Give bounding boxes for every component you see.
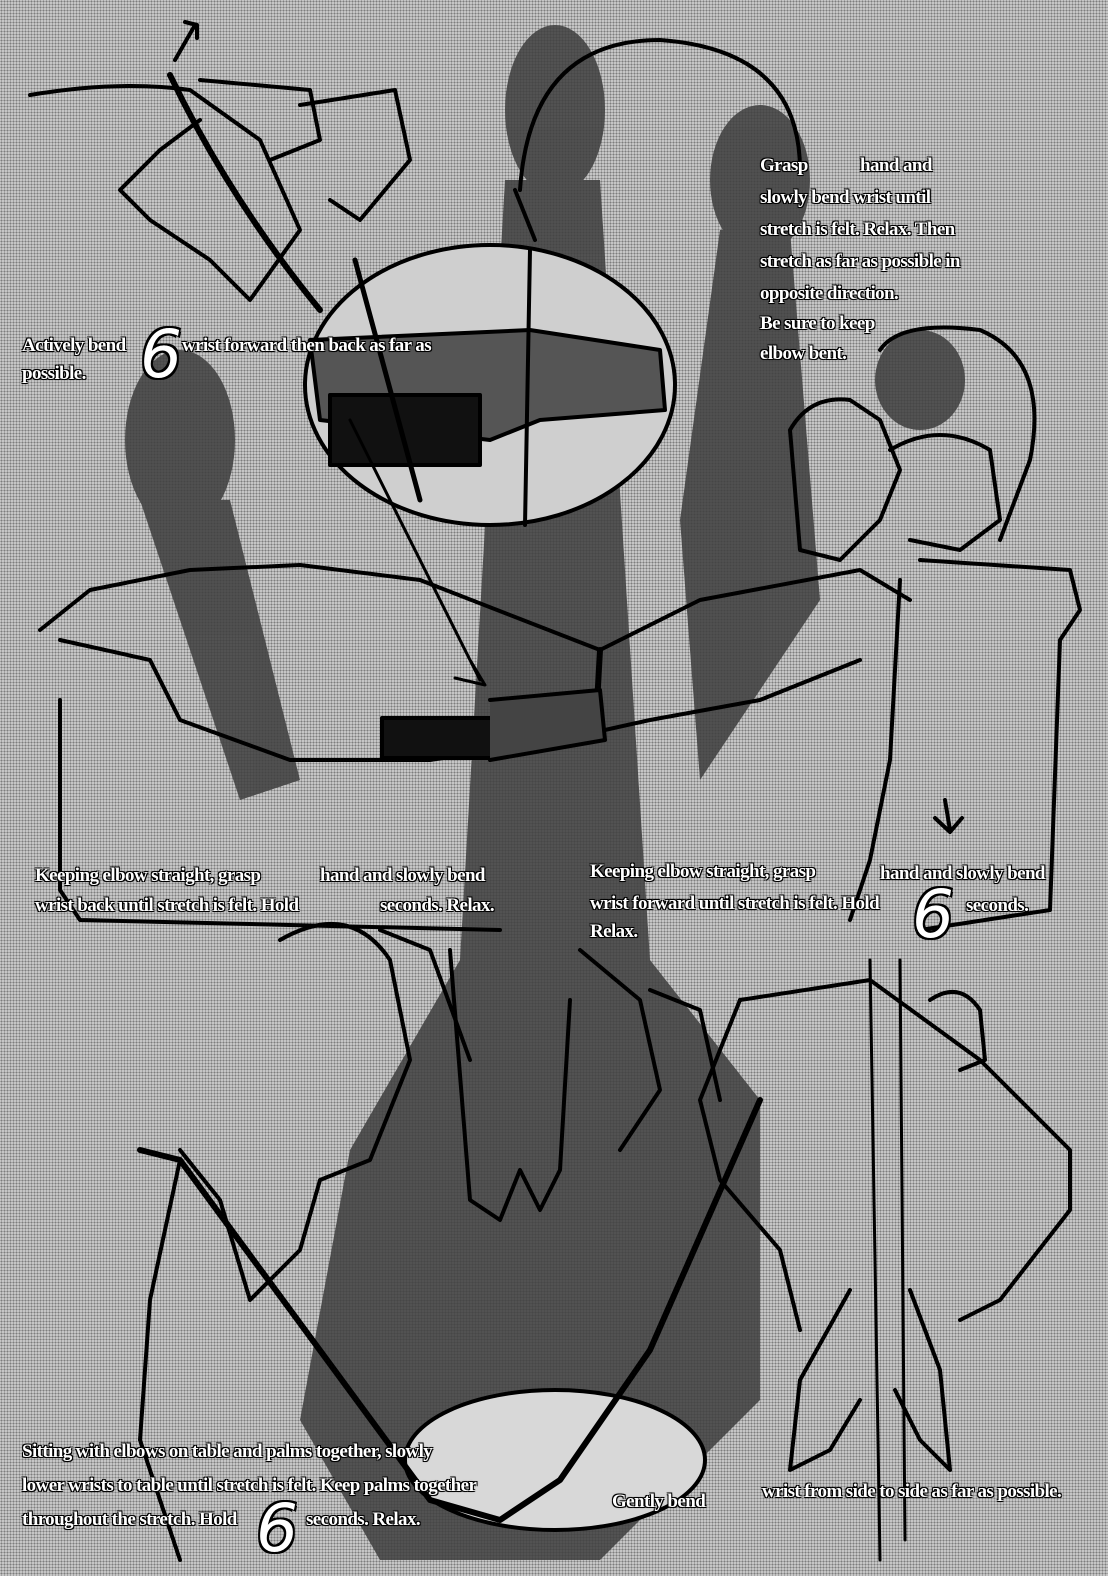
caption-text: Relax. bbox=[590, 921, 638, 942]
caption-text: possible. bbox=[22, 363, 86, 384]
caption-text: opposite direction. bbox=[760, 283, 899, 304]
caption-text: slowly bend wrist until bbox=[760, 187, 931, 208]
caption-text: hand and bbox=[860, 155, 932, 176]
caption-text: Actively bend bbox=[22, 335, 126, 356]
caption-text: Sitting with elbows on table and palms t… bbox=[22, 1441, 433, 1462]
caption-text: wrist back until stretch is felt. Hold bbox=[35, 895, 299, 916]
caption-text: seconds. Relax. bbox=[306, 1509, 421, 1530]
caption-text: stretch is felt. Relax. Then bbox=[760, 219, 955, 240]
caption-text: wrist forward then back as far as bbox=[182, 335, 432, 356]
caption-text: Gently bend bbox=[612, 1491, 706, 1512]
caption-text: wrist forward until stretch is felt. Hol… bbox=[590, 893, 880, 914]
caption-text: lower wrists to table until stretch is f… bbox=[22, 1475, 477, 1496]
caption-text: stretch as far as possible in bbox=[760, 251, 960, 272]
number-six: 6 bbox=[256, 1490, 298, 1567]
caption-text: Keeping elbow straight, grasp bbox=[590, 861, 816, 882]
caption-text: seconds. bbox=[966, 895, 1029, 916]
shadow-shapes bbox=[125, 25, 965, 1560]
caption-text: Grasp bbox=[760, 155, 808, 176]
number-six: 6 bbox=[140, 316, 182, 393]
caption-text: wrist from side to side as far as possib… bbox=[762, 1481, 1062, 1502]
caption-text: Keeping elbow straight, grasp bbox=[35, 865, 261, 886]
caption-text: Be sure to keep bbox=[760, 313, 875, 334]
table-ellipse bbox=[403, 1388, 707, 1532]
line-art bbox=[28, 20, 1082, 1562]
caption-text: hand and slowly bend bbox=[880, 863, 1046, 884]
number-six: 6 bbox=[912, 876, 954, 953]
caption-text: hand and slowly bend bbox=[320, 865, 486, 886]
caption-text: elbow bent. bbox=[760, 343, 847, 364]
caption-text: throughout the stretch. Hold bbox=[22, 1509, 237, 1530]
caption-text: seconds. Relax. bbox=[380, 895, 495, 916]
